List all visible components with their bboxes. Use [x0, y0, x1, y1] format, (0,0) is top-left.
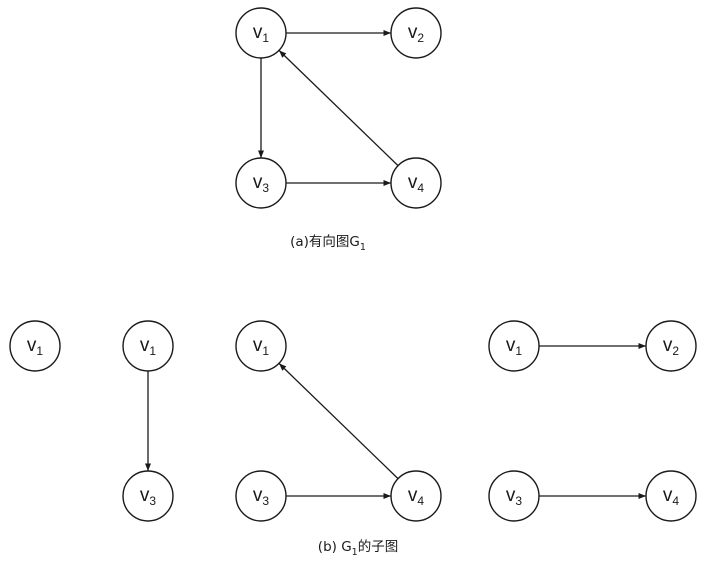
node-circle [645, 470, 697, 522]
node-circle [488, 320, 540, 372]
node-circle [488, 470, 540, 522]
node-label: v1 [140, 335, 157, 358]
node-sub4-v4: v4 [645, 470, 697, 522]
node-label: v4 [408, 172, 425, 195]
node-circle [122, 320, 174, 372]
node-circle [235, 7, 287, 59]
node-g1-v2: v2 [390, 7, 442, 59]
node-g1-v1: v1 [235, 7, 287, 59]
node-sub4-v1: v1 [488, 320, 540, 372]
node-circle [9, 320, 61, 372]
node-circle [235, 157, 287, 209]
node-sub4-v3: v3 [488, 470, 540, 522]
edge-g1-v4-v1 [278, 49, 399, 167]
nodes-layer: v1 v2 v3 v4 v1 v1 v3 v1 v3 v4 v1 v2 v3 v4 [9, 7, 697, 522]
node-sub3-v4: v4 [390, 470, 442, 522]
node-circle [390, 157, 442, 209]
node-circle [390, 470, 442, 522]
node-label: v1 [253, 335, 270, 358]
node-circle [235, 470, 287, 522]
node-g1-v4: v4 [390, 157, 442, 209]
node-label: v1 [253, 22, 270, 45]
node-sub3-v1: v1 [235, 320, 287, 372]
node-label: v3 [253, 172, 270, 195]
node-sub2-v1: v1 [122, 320, 174, 372]
node-label: v2 [408, 22, 425, 45]
node-sub2-v3: v3 [122, 470, 174, 522]
caption-a: (a)有向图G1 [290, 234, 366, 253]
node-sub1-v1: v1 [9, 320, 61, 372]
node-circle [390, 7, 442, 59]
node-label: v4 [408, 485, 425, 508]
node-circle [645, 320, 697, 372]
node-label: v3 [506, 485, 523, 508]
node-label: v3 [140, 485, 157, 508]
edges-layer [145, 30, 646, 499]
node-sub3-v3: v3 [235, 470, 287, 522]
caption-b: (b) G1的子图 [318, 539, 398, 558]
node-g1-v3: v3 [235, 157, 287, 209]
node-label: v3 [253, 485, 270, 508]
node-label: v1 [506, 335, 523, 358]
node-sub4-v2: v2 [645, 320, 697, 372]
node-label: v2 [663, 335, 680, 358]
node-circle [122, 470, 174, 522]
node-label: v4 [663, 485, 680, 508]
edge-sub3-v4-v1 [278, 362, 399, 480]
node-label: v1 [27, 335, 44, 358]
node-circle [235, 320, 287, 372]
